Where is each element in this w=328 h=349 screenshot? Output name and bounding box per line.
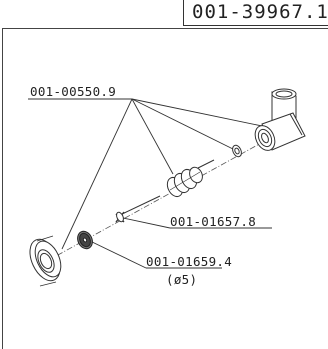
blade-part <box>115 195 161 223</box>
feed-screw <box>166 159 215 198</box>
callout-part-c-note: (ø5) <box>166 272 198 287</box>
housing-part <box>254 88 306 151</box>
perforated-plate <box>77 230 93 250</box>
leader-line-part-b <box>122 217 272 229</box>
locking-ring <box>29 235 62 287</box>
small-washer <box>232 144 242 158</box>
leader-line-part-c <box>87 239 222 269</box>
document-code: 001-39967.1 <box>183 0 328 26</box>
callout-part-c: 001-01659.4 <box>146 254 233 269</box>
callout-part-b: 001-01657.8 <box>170 214 257 229</box>
leader-lines-part-a <box>28 98 263 250</box>
drawing-frame <box>2 28 328 349</box>
callout-part-a: 001-00550.9 <box>30 84 117 99</box>
center-axis <box>37 136 273 267</box>
